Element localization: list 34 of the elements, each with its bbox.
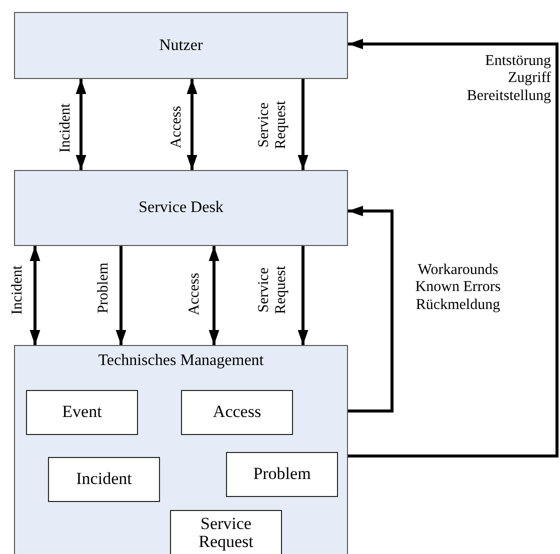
arrow [348, 206, 394, 412]
edge-label: Entstörung Zugriff Bereitstellung [466, 53, 551, 105]
box-heading: Technisches Management [98, 351, 264, 370]
layer-box [14, 345, 348, 554]
arrow [186, 79, 198, 170]
arrow [76, 79, 86, 170]
edge-label: Incident [9, 265, 26, 315]
arrow [298, 79, 308, 170]
layer-box [14, 12, 348, 79]
process-box [226, 452, 338, 497]
box-label: Event [62, 402, 102, 423]
process-box [26, 390, 138, 435]
process-box [48, 457, 160, 502]
edge-label: Incident [57, 103, 74, 153]
edge-label: Access [168, 106, 186, 148]
arrow [208, 246, 220, 345]
process-box [170, 510, 282, 554]
box-label: Incident [76, 469, 132, 490]
box-label: Service Desk [138, 198, 224, 218]
box-label: Service Request [198, 515, 254, 551]
box-label: Nutzer [159, 36, 203, 56]
edge-label: Access [186, 272, 204, 316]
edge-label: Workarounds Known Errors Rückmeldung [414, 262, 502, 314]
arrow [116, 246, 126, 345]
arrow [298, 246, 308, 345]
arrow [30, 246, 40, 345]
edge-label: Service Request [256, 264, 290, 316]
layer-box [14, 170, 348, 246]
box-label: Problem [253, 464, 311, 485]
edge-label: Problem [95, 262, 112, 314]
process-box [181, 390, 293, 435]
box-label: Access [212, 402, 262, 423]
edge-label: Service Request [256, 100, 290, 152]
arrow [348, 38, 558, 458]
